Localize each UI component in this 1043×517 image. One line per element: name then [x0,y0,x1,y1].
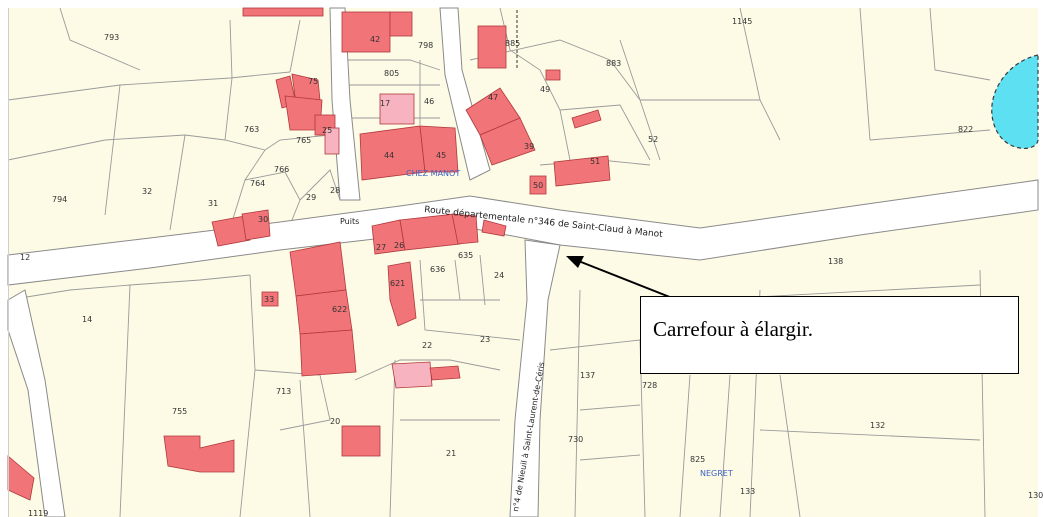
parcel-number: 46 [424,97,434,106]
building [481,219,507,237]
building [429,365,461,381]
parcel-number: 31 [208,199,218,208]
place-name-chez-manot: CHEZ MANOT [406,169,460,178]
buildings [7,7,611,501]
parcel-number: 47 [488,93,498,102]
building [379,93,415,125]
building [479,117,536,166]
parcel-boundaries [7,7,991,517]
building [389,11,413,37]
parcel-number: 755 [172,407,187,416]
parcel-number: 764 [250,179,265,188]
parcel-number: 635 [458,251,473,260]
parcel-number: 22 [422,341,432,350]
parcel-number: 26 [394,241,404,250]
parcel-number: 622 [332,305,347,314]
parcel-number: 45 [436,151,446,160]
parcel-number: 798 [418,41,433,50]
parcel-number: 17 [380,99,390,108]
road-southwest [7,289,66,517]
parcel-number: 825 [690,455,705,464]
parcel-number: 713 [276,387,291,396]
parcel-number: 75 [308,77,318,86]
building [477,25,507,69]
road-route-4 [509,239,561,517]
road-north [439,7,491,181]
parcel-numbers: 793 42 798 885 1145 805 883 75 47 49 17 … [20,17,1043,517]
parcel-number: 885 [505,39,520,48]
building [391,361,433,389]
parcel-number: 636 [430,265,445,274]
callout-text: Carrefour à élargir. [653,317,813,341]
parcel-number: 730 [568,435,583,444]
parcel-number: 20 [330,417,340,426]
parcel-number: 33 [264,295,274,304]
building [341,425,381,457]
parcel-number: 822 [958,125,973,134]
pond [991,54,1039,150]
building [261,291,279,307]
parcel-number: 52 [648,135,658,144]
building [387,261,417,327]
parcel-number: 133 [740,487,755,496]
parcel-number: 728 [642,381,657,390]
parcel-number: 805 [384,69,399,78]
parcel-number: 25 [322,126,332,135]
callout-box: Carrefour à élargir. [640,296,1019,374]
building [451,213,479,245]
building [341,11,391,53]
building [399,213,461,251]
building [241,209,271,241]
building [324,127,340,155]
road-label-puits: Puits [340,217,359,226]
parcel-number: 130 [1028,491,1043,500]
parcel-number: 21 [446,449,456,458]
parcel-number: 44 [384,151,394,160]
building [571,109,602,129]
building [419,125,459,173]
place-name-negret: NEGRET [700,469,733,478]
building [553,155,611,187]
building [545,69,561,81]
parcel-number: 24 [494,271,504,280]
building [289,241,347,297]
parcel-number: 1119 [28,509,48,517]
road-route-346 [7,179,1039,286]
building [163,435,235,473]
parcel-number: 51 [590,157,600,166]
parcel-number: 42 [370,35,380,44]
parcel-number: 29 [306,193,316,202]
parcel-number: 137 [580,371,595,380]
parcel-number: 1145 [732,17,752,26]
parcel-number: 27 [376,243,386,252]
parcel-number: 763 [244,125,259,134]
parcel-number: 794 [52,195,67,204]
building [299,329,357,377]
parcel-number: 766 [274,165,289,174]
parcel-number: 28 [330,186,340,195]
parcel-number: 14 [82,315,92,324]
parcel-number: 765 [296,136,311,145]
parcel-number: 23 [480,335,490,344]
building [242,7,324,17]
parcel-number: 793 [104,33,119,42]
building [529,175,547,195]
parcel-number: 12 [20,253,30,262]
parcel-number: 50 [533,181,543,190]
parcel-number: 138 [828,257,843,266]
parcel-number: 883 [606,59,621,68]
parcel-number: 621 [390,279,405,288]
parcel-number: 32 [142,187,152,196]
parcel-number: 39 [524,142,534,151]
parcel-number: 49 [540,85,550,94]
parcel-number: 30 [258,215,268,224]
parcel-number: 132 [870,421,885,430]
building [211,215,251,247]
